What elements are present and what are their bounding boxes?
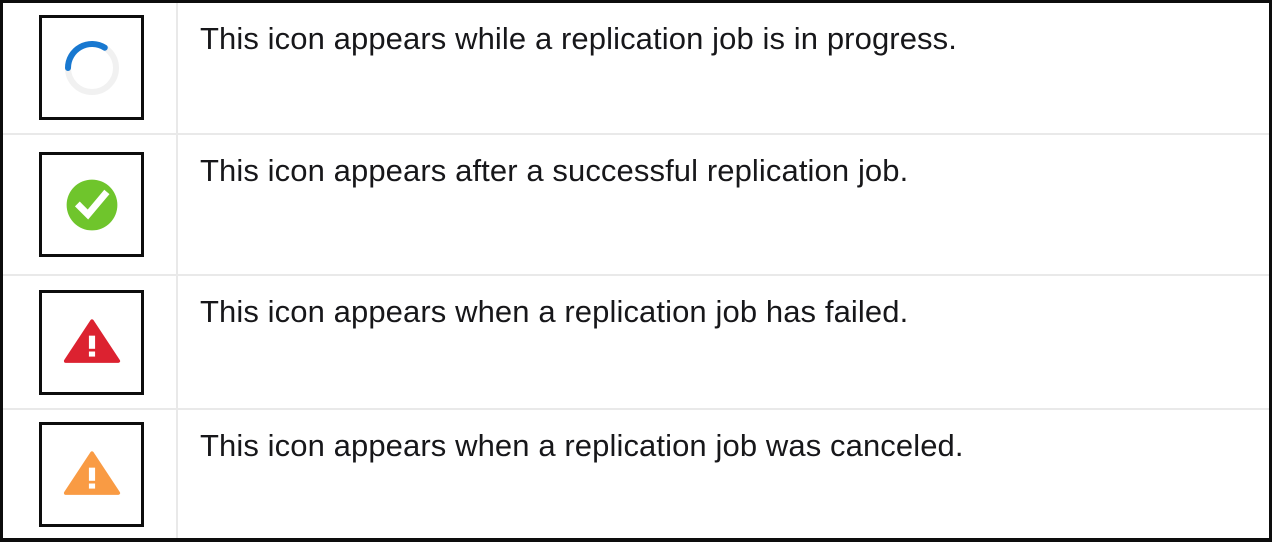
icon-frame <box>39 289 144 395</box>
icon-frame <box>39 15 144 121</box>
description-cell: This icon appears while a replication jo… <box>178 3 1269 133</box>
row-description: This icon appears when a replication job… <box>200 428 964 464</box>
row-description: This icon appears after a successful rep… <box>200 152 909 188</box>
table-row: This icon appears when a replication job… <box>3 276 1269 411</box>
error-warning-triangle-icon <box>63 319 120 364</box>
icon-cell <box>3 134 178 275</box>
table-row: This icon appears when a replication job… <box>3 410 1269 538</box>
description-cell: This icon appears when a replication job… <box>178 276 1269 408</box>
row-description: This icon appears when a replication job… <box>200 294 909 330</box>
table-row: This icon appears after a successful rep… <box>3 134 1269 277</box>
icon-frame <box>39 421 144 527</box>
description-cell: This icon appears when a replication job… <box>178 410 1269 538</box>
canceled-warning-triangle-icon <box>63 451 120 495</box>
spinner-in-progress-icon <box>64 40 119 95</box>
icon-cell <box>3 276 178 409</box>
success-check-circle-icon <box>66 179 117 230</box>
icon-frame <box>39 152 144 258</box>
table-row: This icon appears while a replication jo… <box>3 3 1269 135</box>
icon-cell <box>3 410 178 538</box>
description-cell: This icon appears after a successful rep… <box>178 135 1269 275</box>
icon-cell <box>3 3 178 133</box>
row-description: This icon appears while a replication jo… <box>200 21 957 56</box>
